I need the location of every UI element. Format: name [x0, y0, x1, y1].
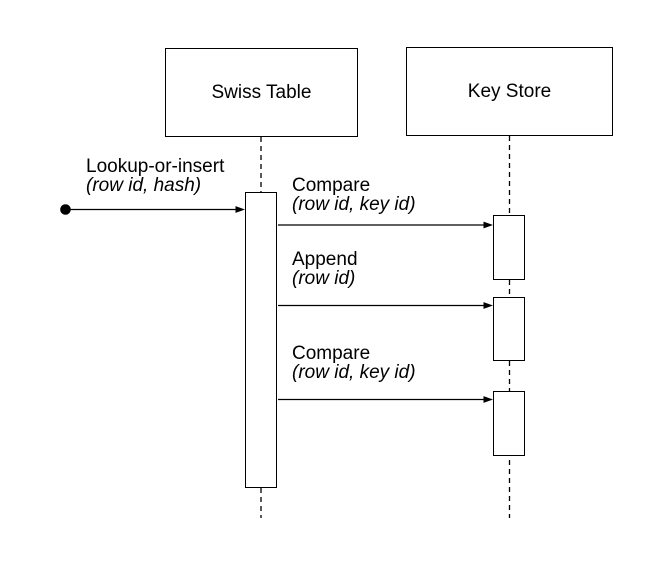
message-name: Compare [292, 175, 371, 196]
arrowhead-icon [235, 206, 245, 213]
activation-bar-swiss-table [245, 192, 277, 488]
message-params: (row id) [292, 268, 356, 289]
message-name: Append [292, 249, 358, 270]
arrowhead-icon [483, 221, 493, 229]
participant-label: Swiss Table [211, 81, 312, 103]
message-name: Compare [292, 343, 371, 364]
arrowhead-icon [483, 396, 493, 403]
message-label-compare-1: Compare (row id, key id) [292, 176, 416, 214]
message-arrow-append [278, 302, 493, 309]
activation-box-key-store-2 [493, 297, 525, 361]
participant-box-swiss-table: Swiss Table [165, 48, 358, 137]
message-params: (row id, key id) [292, 362, 416, 383]
message-label-compare-2: Compare (row id, key id) [292, 344, 416, 382]
message-params: (row id, key id) [292, 194, 416, 215]
message-arrow-lookup-or-insert [65, 206, 245, 213]
participant-box-key-store: Key Store [406, 47, 613, 136]
arrowhead-icon [483, 302, 493, 309]
message-label-append: Append (row id) [292, 250, 358, 288]
message-name: Lookup-or-insert [86, 156, 225, 177]
message-params: (row id, hash) [86, 175, 202, 196]
message-label-lookup-or-insert: Lookup-or-insert (row id, hash) [86, 157, 224, 195]
participant-label: Key Store [467, 80, 552, 102]
activation-box-key-store-3 [493, 391, 525, 456]
message-arrow-compare-1 [278, 221, 493, 229]
message-arrow-compare-2 [278, 396, 493, 403]
activation-box-key-store-1 [493, 215, 525, 280]
